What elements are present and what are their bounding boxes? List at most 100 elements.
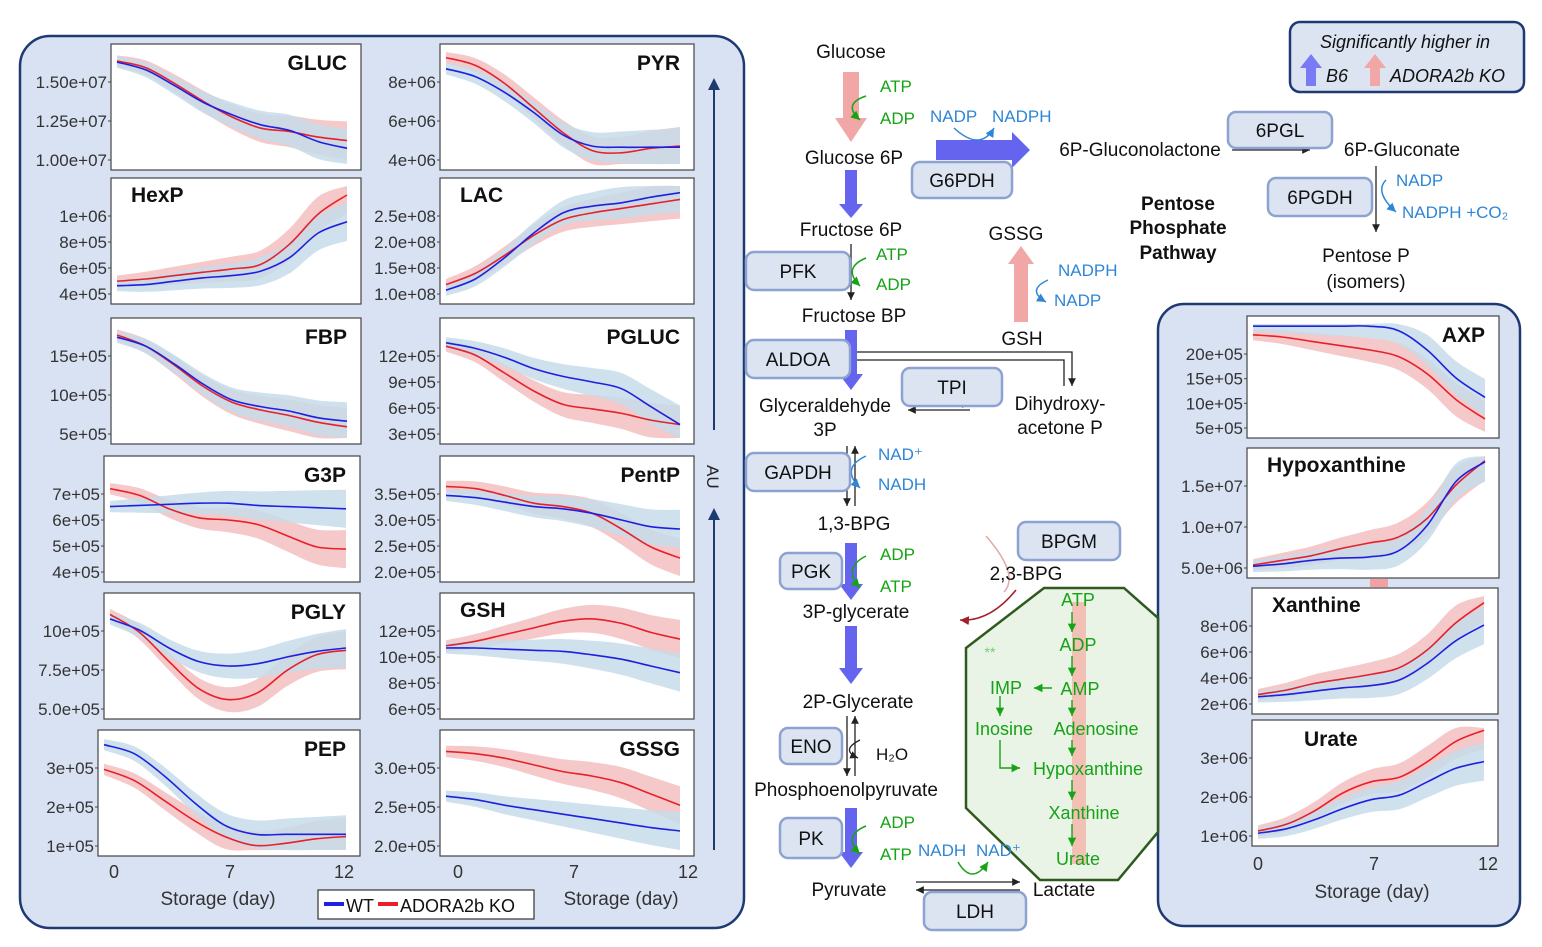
metabolite-isomers: (isomers) bbox=[1326, 272, 1405, 293]
gpi-arrow bbox=[839, 170, 863, 218]
y-tick-label: 1e+06 bbox=[1200, 827, 1248, 846]
y-tick-label: 2.0e+05 bbox=[374, 563, 436, 582]
y-tick-label: 6e+05 bbox=[59, 259, 107, 278]
y-tick-label: 1.00e+07 bbox=[36, 151, 107, 170]
plot-title: PEP bbox=[304, 738, 346, 761]
ko-arrow-icon bbox=[1364, 54, 1386, 86]
ppp-title-3: Pathway bbox=[1139, 243, 1217, 264]
plot-title: GSH bbox=[460, 599, 506, 622]
series-ko bbox=[103, 768, 347, 847]
pgam-arrow bbox=[839, 626, 863, 684]
y-tick-label: 3.0e+05 bbox=[374, 759, 436, 778]
cofactor-adp: ADP bbox=[880, 109, 915, 128]
enzyme-box-gapdh bbox=[744, 451, 852, 493]
legend-ko-label: ADORA2b KO bbox=[1389, 66, 1505, 86]
pathway-diagram bbox=[835, 72, 1397, 894]
hexokinase-arrow bbox=[835, 72, 867, 142]
band-ko bbox=[446, 745, 680, 825]
series-ko bbox=[445, 56, 681, 154]
y-tick-label: 1e+05 bbox=[46, 837, 94, 856]
metabolite-gluconate: 6P-Gluconate bbox=[1344, 140, 1460, 161]
enzyme-label: 6PGL bbox=[1256, 121, 1305, 142]
plot-title: HexP bbox=[131, 184, 184, 207]
significance-marker bbox=[1370, 579, 1388, 587]
y-tick-label: 6e+06 bbox=[388, 112, 436, 131]
metabolite-g3p: 3P bbox=[813, 420, 836, 441]
enzyme-label: PFK bbox=[780, 262, 817, 283]
series-wt bbox=[445, 494, 681, 530]
y-tick-label: 15e+05 bbox=[1186, 370, 1243, 389]
enzyme-box-g6pdh bbox=[910, 160, 1014, 200]
y-tick-label: 15e+05 bbox=[50, 347, 107, 366]
series-wt bbox=[103, 743, 346, 836]
band-wt bbox=[117, 202, 347, 292]
series-wt bbox=[116, 61, 348, 150]
y-tick-label: 3e+06 bbox=[1200, 749, 1248, 768]
metabolite-pyruvate: Pyruvate bbox=[812, 880, 887, 901]
band-wt bbox=[446, 63, 680, 165]
y-tick-label: 1.5e+07 bbox=[1181, 477, 1243, 496]
cofactor-adp: ADP bbox=[880, 813, 915, 832]
y-tick-label: 6e+06 bbox=[1200, 643, 1248, 662]
y-tick-label: 5.0e+06 bbox=[1181, 559, 1243, 578]
y-tick-label: 3.0e+05 bbox=[374, 511, 436, 530]
y-tick-label: 8e+06 bbox=[1200, 617, 1248, 636]
y-tick-label: 1.0e+08 bbox=[374, 285, 436, 304]
y-tick-label: 12e+05 bbox=[379, 347, 436, 366]
metabolite-fructose6p: Fructose 6P bbox=[800, 220, 902, 241]
storage-label-left: Storage (day) bbox=[160, 889, 275, 910]
metabolite-pep: Phosphoenolpyruvate bbox=[754, 780, 938, 801]
band-wt bbox=[446, 185, 680, 296]
ppp-title-1: Pentose bbox=[1141, 194, 1215, 215]
band-wt bbox=[1253, 456, 1485, 572]
y-tick-label: 1.5e+08 bbox=[374, 259, 436, 278]
purine-stars: ** bbox=[985, 644, 996, 660]
metabolite-13bpg: 1,3-BPG bbox=[818, 514, 891, 535]
cofactor-nadph: NADPH bbox=[992, 107, 1052, 126]
cofactor-atp: ATP bbox=[880, 77, 912, 96]
y-tick-label: 3e+05 bbox=[46, 759, 94, 778]
metabolite-2pglycerate: 2P-Glycerate bbox=[803, 692, 914, 713]
gsh-arrow bbox=[1008, 246, 1034, 322]
x-tick-label: 12 bbox=[334, 862, 354, 882]
y-tick-label: 2e+06 bbox=[1200, 788, 1248, 807]
plot-title: GSSG bbox=[619, 738, 680, 761]
metabolite-glucose6p: Glucose 6P bbox=[805, 148, 903, 169]
metabolite-glyceraldehyde: Glyceraldehyde bbox=[759, 396, 891, 417]
legend-ko: ADORA2b KO bbox=[400, 896, 515, 916]
enzyme-box-pk bbox=[778, 816, 844, 860]
legend-b6: B6 bbox=[1326, 66, 1349, 86]
purine-urate: Urate bbox=[1056, 849, 1100, 869]
purine-octagon bbox=[964, 586, 1160, 882]
band-wt bbox=[110, 489, 346, 528]
plot-title: GLUC bbox=[288, 52, 348, 75]
x-tick-label: 7 bbox=[1369, 854, 1379, 874]
purine-adenosine: Adenosine bbox=[1053, 719, 1138, 739]
ppp-title-2: Phosphate bbox=[1129, 218, 1226, 239]
enzyme-box-eno bbox=[778, 726, 844, 766]
au-label: AU bbox=[703, 465, 722, 489]
band-wt bbox=[446, 337, 680, 438]
enzyme-box-pgk bbox=[778, 551, 844, 591]
y-tick-label: 3e+05 bbox=[388, 425, 436, 444]
y-tick-label: 7.5e+05 bbox=[38, 661, 100, 680]
y-tick-label: 6e+05 bbox=[388, 700, 436, 719]
y-tick-label: 6e+05 bbox=[52, 511, 100, 530]
metabolite-glucose: Glucose bbox=[816, 42, 886, 63]
plot-title: AXP bbox=[1442, 324, 1485, 347]
y-tick-label: 4e+06 bbox=[1200, 669, 1248, 688]
enzyme-box-6pgl bbox=[1226, 110, 1334, 150]
cofactor-nadph: NADPH bbox=[1058, 261, 1118, 280]
plot-title: FBP bbox=[305, 326, 347, 349]
band-wt bbox=[110, 613, 346, 679]
x-tick-label: 0 bbox=[453, 862, 463, 882]
cofactor-nadh: NADH bbox=[878, 475, 926, 494]
y-tick-label: 2.0e+08 bbox=[374, 233, 436, 252]
metabolite-pentose-p: Pentose P bbox=[1322, 246, 1410, 267]
